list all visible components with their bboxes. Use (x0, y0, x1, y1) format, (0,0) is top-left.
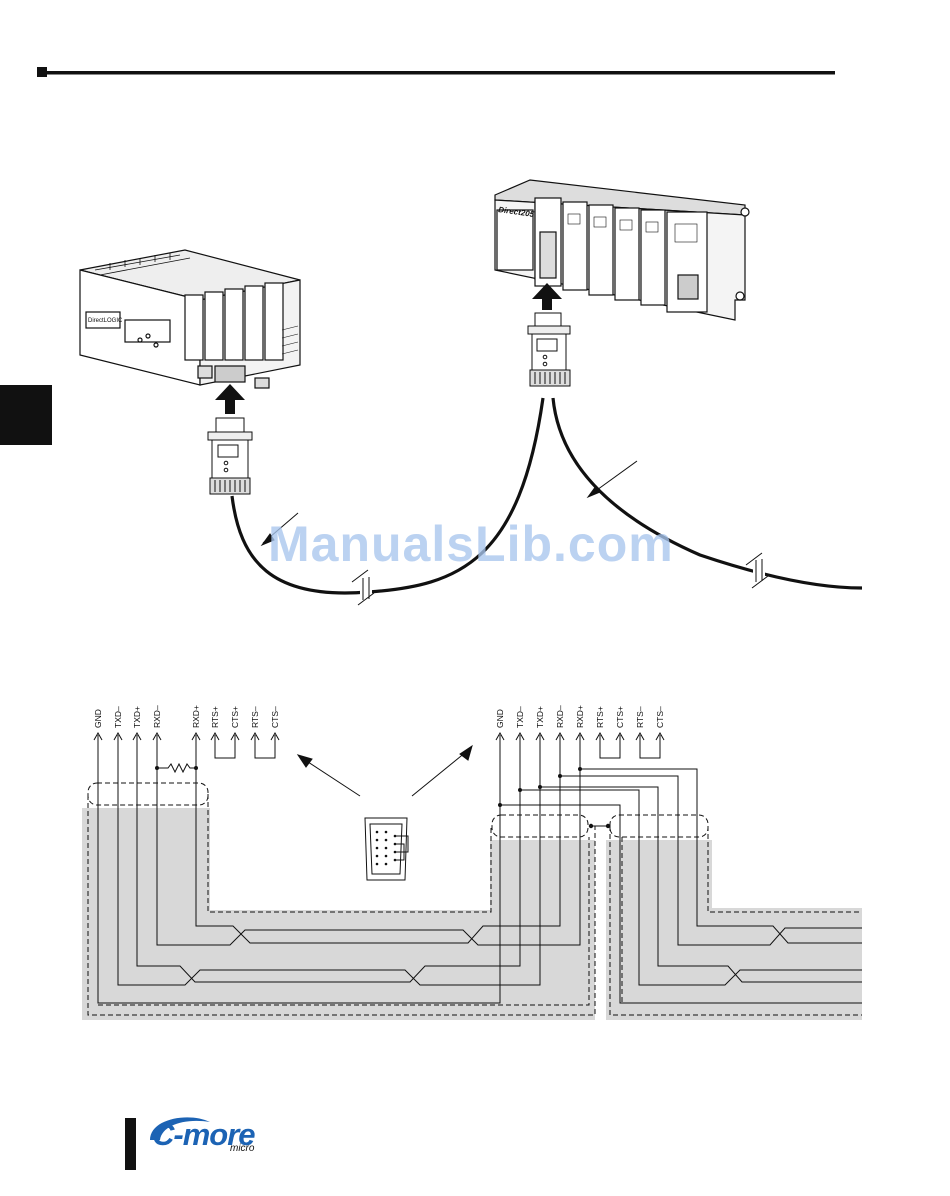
right-terminal-rts-minus: RTS– (635, 706, 645, 728)
left-terminal-labels: GND TXD– TXD+ RXD– RXD+ RTS+ CTS+ RTS– C… (93, 705, 280, 728)
left-terminal-txd-minus: TXD– (113, 706, 123, 728)
cable-shading (82, 808, 862, 1020)
right-terminal-cts-minus: CTS– (655, 706, 665, 728)
watermark-text: ManualsLib.com (268, 515, 674, 573)
network-cables (232, 398, 862, 605)
terminal-arrowheads (94, 733, 664, 740)
right-terminal-rxd-minus: RXD– (555, 705, 565, 728)
connector-pointer-arrows (298, 746, 472, 796)
up-arrow-left (215, 384, 245, 414)
left-terminal-cts-minus: CTS– (270, 706, 280, 728)
left-terminal-rts-minus: RTS– (250, 706, 260, 728)
right-terminal-txd-plus: TXD+ (535, 706, 545, 728)
right-terminal-cts-plus: CTS+ (615, 706, 625, 728)
right-terminal-rts-plus: RTS+ (595, 706, 605, 728)
chapter-side-tab (0, 385, 52, 445)
converter-right (528, 313, 570, 386)
converter-left (208, 418, 252, 494)
left-terminal-cts-plus: CTS+ (230, 706, 240, 728)
footer-bar (125, 1118, 136, 1170)
up-arrow-right (532, 283, 562, 310)
left-terminal-rts-plus: RTS+ (210, 706, 220, 728)
right-terminal-gnd: GND (495, 709, 505, 728)
left-terminal-rxd-minus: RXD– (152, 705, 162, 728)
left-terminal-rxd-plus: RXD+ (191, 705, 201, 728)
wire-junction-dots (155, 766, 582, 807)
right-terminal-rxd-plus: RXD+ (575, 705, 585, 728)
plc-left-brand: DirectLOGIC (88, 318, 123, 324)
footer-logo-sub: micro (230, 1143, 254, 1154)
db15-connector-icon (365, 818, 408, 880)
left-terminal-txd-plus: TXD+ (132, 706, 142, 728)
left-terminal-gnd: GND (93, 709, 103, 728)
header-rule (37, 67, 835, 77)
shield-junction (589, 824, 610, 828)
plc-left-illustration: DirectLOGIC (80, 250, 300, 388)
right-terminal-txd-minus: TXD– (515, 706, 525, 728)
right-terminal-labels: GND TXD– TXD+ RXD– RXD+ RTS+ CTS+ RTS– C… (495, 705, 665, 728)
